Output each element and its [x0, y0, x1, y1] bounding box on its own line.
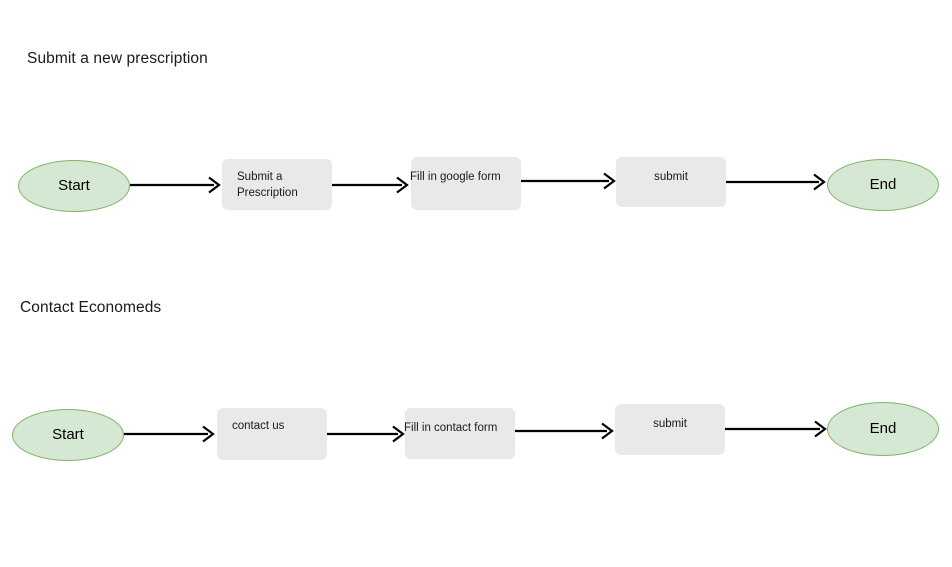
connector-submit-to-end-prescription	[726, 167, 832, 197]
connector-start-to-contact-us	[124, 419, 220, 449]
node-label: Start	[58, 177, 90, 194]
node-label: End	[869, 176, 897, 193]
node-fill-in-google-form[interactable]: Fill in google form	[410, 157, 521, 210]
node-submit-contact[interactable]: submit	[615, 404, 725, 455]
node-fill-in-contact-form[interactable]: Fill in contact form	[404, 408, 515, 459]
node-label: submit	[653, 418, 687, 430]
connector-contact-us-to-contact-form	[327, 419, 411, 449]
node-submit-a-prescription[interactable]: Submit a Prescription	[222, 159, 332, 210]
node-end-contact[interactable]: End	[827, 402, 939, 456]
connector-contact-form-to-submit	[515, 416, 620, 446]
node-label: Fill in contact form	[404, 422, 498, 434]
node-label: Start	[52, 426, 84, 443]
connector-submit-prescription-to-google-form	[332, 170, 414, 200]
connector-google-form-to-submit	[521, 166, 621, 196]
connector-start-to-submit-prescription	[130, 170, 222, 200]
node-contact-us[interactable]: contact us	[217, 408, 327, 460]
node-start-contact[interactable]: Start	[12, 409, 124, 461]
node-label: End	[869, 420, 897, 437]
node-label: Submit a Prescription	[237, 171, 298, 199]
node-submit-prescription[interactable]: submit	[616, 157, 726, 207]
section-title-contact: Contact Economeds	[20, 299, 162, 316]
node-label: Fill in google form	[410, 171, 501, 183]
node-label: contact us	[232, 420, 285, 432]
node-label: submit	[654, 171, 688, 183]
section-title-prescription: Submit a new prescription	[27, 50, 208, 67]
node-end-prescription[interactable]: End	[827, 159, 939, 211]
node-start-prescription[interactable]: Start	[18, 160, 130, 212]
connector-submit-to-end-contact	[725, 414, 833, 444]
